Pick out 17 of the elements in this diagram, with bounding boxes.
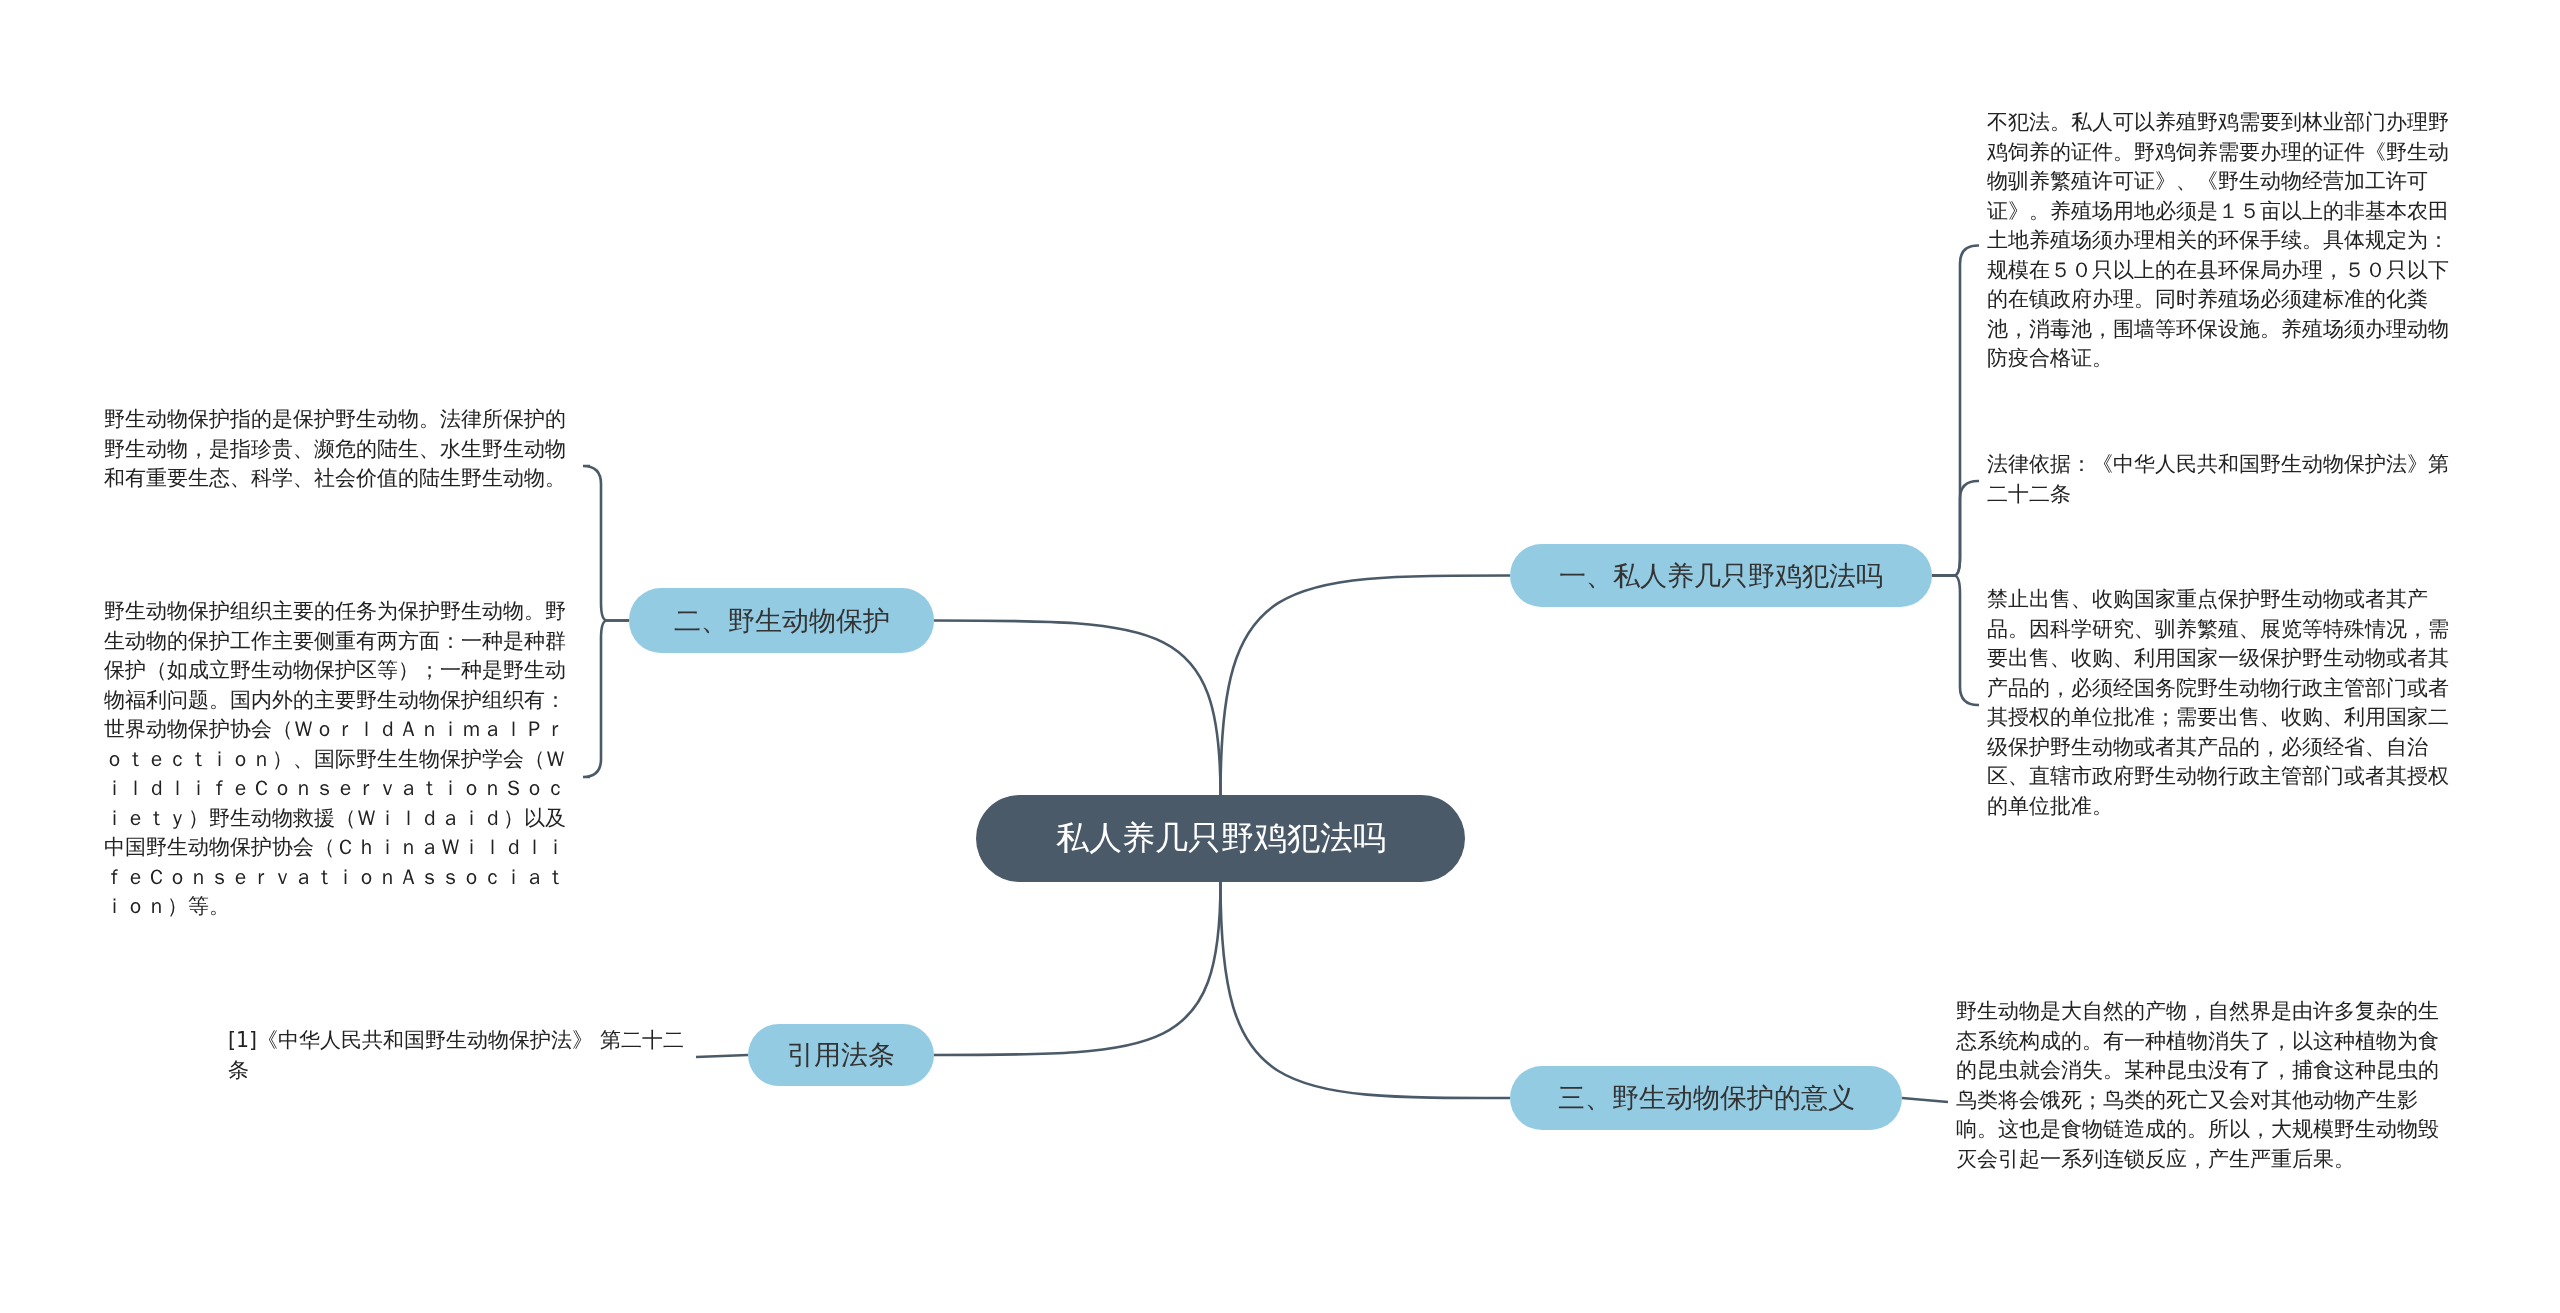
note-text: 禁止出售、收购国家重点保护野生动物或者其产品。因科学研究、驯养繁殖、展览等特殊情况，需要出售、收购、利用国家一级保护野生动物或者其产品的，必须经国务院野生动物行政主管部门或者其授权的单位批准；需要出售、收购、利用国家二级保护野生动物或者其产品的，必须经省、自治区、直辖市政府野生动物行政主管部门或者其授权的单位批准。 xyxy=(1987,586,2450,820)
note-text: 野生动物保护指的是保护野生动物。法律所保护的野生动物，是指珍贵、濒危的陆生、水生野生动物和有重要生态、科学、社会价值的陆生野生动物。 xyxy=(104,406,567,492)
note-text: 法律依据：《中华人民共和国野生动物保护法》第二十二条 xyxy=(1987,451,2450,508)
connector-line xyxy=(934,619,1222,796)
note-text: 野生动物是大自然的产物，自然界是由许多复杂的生态系统构成的。有一种植物消失了，以这种植物为食的昆虫就会消失。某种昆虫没有了，捕食这种昆虫的鸟类将会饿死；鸟类的死亡又会对其他动物产生影响。这也是食物链造成的。所以，大规模野生动物毁灭会引起一系列连锁反应，产生严重后果。 xyxy=(1956,998,2440,1173)
topic-label: 三、野生动物保护的意义 xyxy=(1557,1081,1855,1115)
note-text: 不犯法。私人可以养殖野鸡需要到林业部门办理野鸡饲养的证件。野鸡饲养需要办理的证件《野生动物驯养繁殖许可证》、《野生动物经营加工许可证》。养殖场用地必须是１５亩以上的非基本农田土地养殖场须办理相关的环保手续。具体规定为：规模在５０只以上的在县环保局办理，５０只以下的在镇政府办理。同时养殖场必须建标准的化粪池，消毒池，围墙等环保设施。养殖场须办理动物防疫合格证。 xyxy=(1987,109,2450,372)
connector-line xyxy=(1219,881,1510,1100)
topic-label: 私人养几只野鸡犯法吗 xyxy=(1055,817,1386,859)
note-text: 野生动物保护组织主要的任务为保护野生动物。野生动物的保护工作主要侧重有两方面：一种是种群保护（如成立野生动物保护区等）；一种是野生动物福利问题。国内外的主要野生动物保护组织有：世界动物保护协会（ＷｏｒｌｄＡｎｉｍａｌＰｒｏｔｅｃｔｉｏｎ）、国际野生生物保护学会（ＷｉｌｄｌｉｆｅＣｏｎｓｅｒｖａｔｉｏｎＳｏｃｉｅｔｙ）野生动物救援（Ｗｉｌｄａｉｄ）以及中国野生动物保护协会（ＣｈｉｎａＷｉｌｄｌｉｆｅＣｏｎｓｅｒｖａｔｉｏｎＡｓｓｏｃｉａｔｉｏｎ）等。 xyxy=(104,598,567,920)
topic-label: 一、私人养几只野鸡犯法吗 xyxy=(1559,558,1883,593)
connector-line xyxy=(695,1053,749,1059)
topic-label: 引用法条 xyxy=(787,1038,895,1072)
connector-line xyxy=(581,619,629,779)
topic-label: 二、野生动物保护 xyxy=(673,603,890,638)
connector-line xyxy=(1901,1096,1949,1104)
note-text: [1]《中华人民共和国野生动物保护法》 第二十二条 xyxy=(228,1027,685,1084)
